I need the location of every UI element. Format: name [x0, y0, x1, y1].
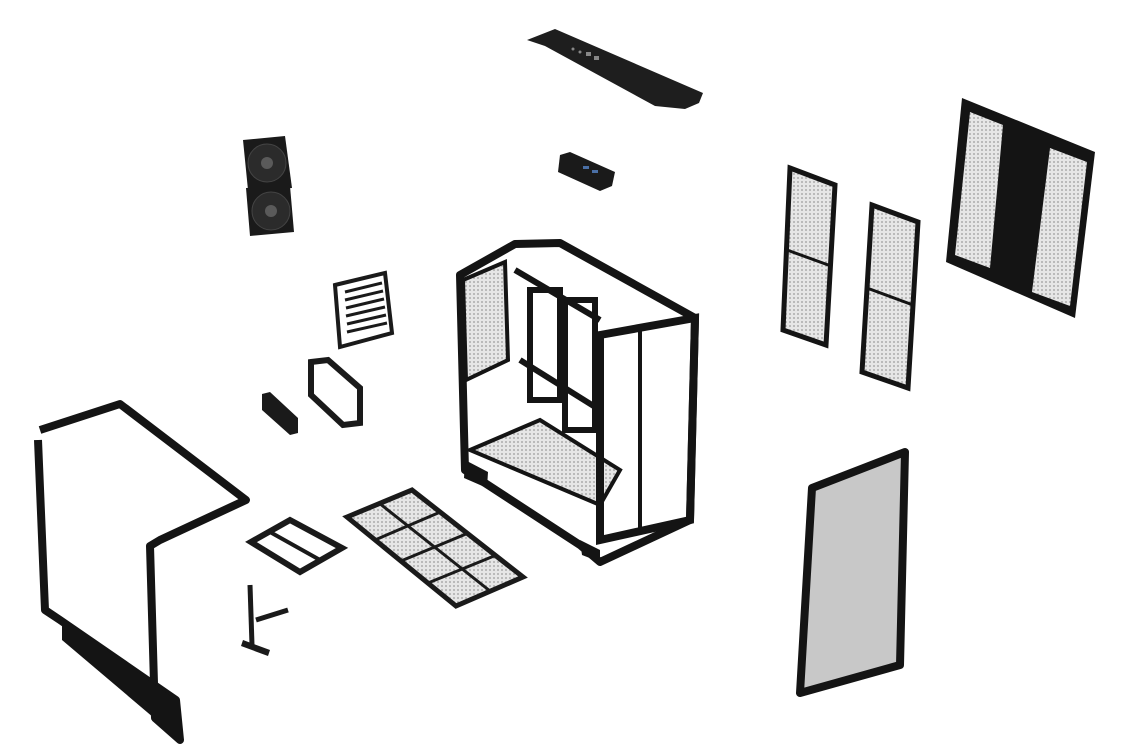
side-mesh-panel-right	[859, 201, 921, 392]
mount-bracket	[308, 356, 363, 429]
front-io-module	[558, 152, 615, 191]
fan-pair	[243, 136, 294, 236]
fan-logo-icon	[265, 205, 277, 217]
front-frame	[34, 400, 250, 744]
main-chassis	[456, 239, 700, 566]
bottom-dust-filter	[342, 487, 528, 609]
drive-cage	[245, 516, 349, 576]
fan-logo-icon	[261, 157, 273, 169]
cover-plate	[262, 392, 298, 435]
tempered-glass-panel	[796, 448, 909, 697]
pcie-bracket	[332, 270, 395, 350]
top-panel	[527, 29, 703, 109]
gpu-support-bracket	[241, 584, 289, 656]
rear-side-panel	[946, 98, 1095, 318]
side-mesh-panel-left	[780, 164, 838, 349]
